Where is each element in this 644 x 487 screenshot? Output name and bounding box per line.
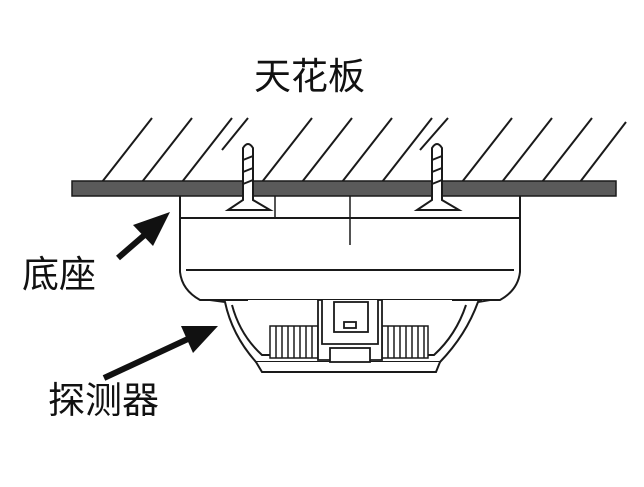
vents-left: [269, 325, 319, 359]
screw-right: [413, 143, 463, 211]
arrow-to-detector: [102, 326, 218, 381]
detector-head: [209, 299, 491, 373]
base-label: 底座: [22, 253, 96, 296]
mounting-base: [179, 196, 521, 301]
arrow-to-base: [116, 212, 170, 261]
ceiling-board: [71, 180, 617, 197]
ceiling-hatching: [101, 117, 627, 183]
ceiling-label: 天花板: [254, 55, 365, 98]
vents-right: [381, 325, 429, 359]
screw-left: [224, 143, 274, 211]
center-latch: [317, 299, 383, 363]
detector-label: 探测器: [48, 379, 159, 422]
